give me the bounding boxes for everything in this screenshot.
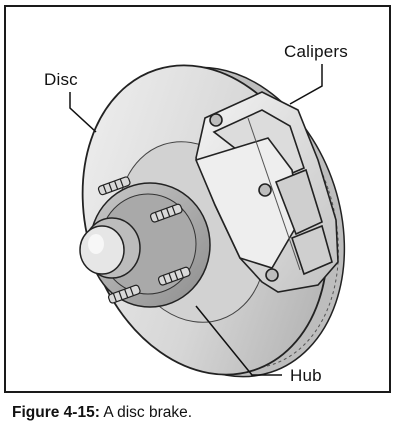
caliper-bolt	[265, 268, 279, 282]
disc-label: Disc	[44, 70, 78, 89]
calipers-leader-line	[289, 64, 323, 105]
caliper-bolt	[209, 113, 223, 127]
disc-leader-line	[69, 92, 97, 133]
figure-caption: Figure 4-15: A disc brake.	[12, 404, 192, 422]
disc-brake-illustration	[69, 64, 346, 378]
caption-text: A disc brake.	[103, 404, 193, 421]
lug-stud	[157, 266, 191, 286]
lug-studs	[97, 176, 191, 304]
lug-stud	[97, 176, 131, 196]
hub-leader-line	[195, 305, 282, 376]
caliper-bolt	[258, 183, 272, 197]
caption-number: Figure 4-15:	[12, 404, 100, 421]
leader-lines	[69, 64, 323, 376]
lug-stud	[107, 284, 141, 304]
calipers	[194, 91, 339, 293]
lug-stud	[149, 203, 183, 223]
hub-label: Hub	[290, 366, 322, 385]
calipers-label: Calipers	[284, 42, 348, 61]
hub	[79, 182, 211, 308]
